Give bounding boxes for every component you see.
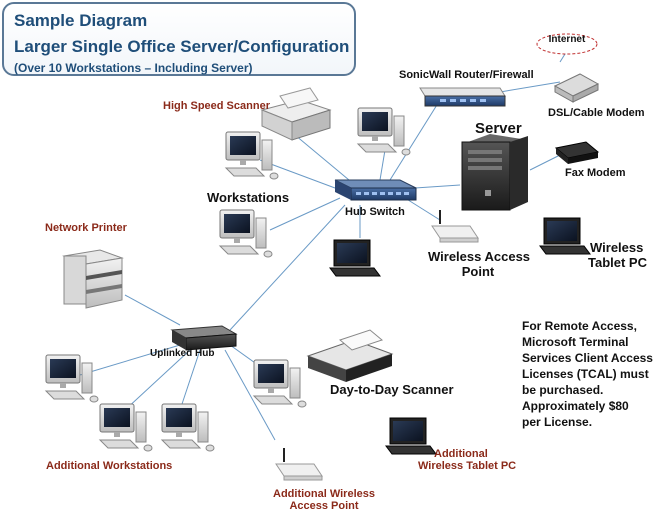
diagram-subtitle: Larger Single Office Server/Configuratio… bbox=[14, 37, 350, 56]
connection-lines bbox=[79, 53, 566, 441]
router-icon bbox=[419, 87, 506, 107]
hub-switch-label: Hub Switch bbox=[345, 206, 405, 218]
modem-label: DSL/Cable Modem bbox=[548, 107, 645, 119]
hub-switch-icon bbox=[334, 179, 417, 201]
uplinked-hub-label: Uplinked Hub bbox=[150, 348, 215, 359]
workstation-icon bbox=[225, 131, 279, 180]
modem-icon bbox=[553, 73, 600, 103]
day-to-day-scanner-label: Day-to-Day Scanner bbox=[330, 382, 454, 397]
high-speed-scanner-icon bbox=[260, 87, 332, 141]
internet-label: Internet bbox=[548, 34, 586, 45]
wireless-access-point-icon bbox=[431, 209, 479, 243]
workstation-icon bbox=[45, 354, 99, 403]
laptop-icon bbox=[329, 239, 381, 277]
uplinked-hub-icon bbox=[170, 325, 238, 351]
wireless-access-point-icon bbox=[275, 447, 323, 481]
workstation-icon bbox=[161, 403, 215, 452]
server-icon bbox=[461, 134, 528, 211]
network-printer-label: Network Printer bbox=[45, 222, 127, 234]
workstation-icon bbox=[357, 107, 411, 156]
router-label: SonicWall Router/Firewall bbox=[399, 69, 534, 81]
additional-workstations-label: Additional Workstations bbox=[46, 460, 173, 472]
network-printer-icon bbox=[62, 249, 124, 309]
day-to-day-scanner-icon bbox=[306, 329, 394, 382]
workstation-icon bbox=[219, 209, 273, 258]
workstation-icon bbox=[253, 359, 307, 408]
fax-modem-label: Fax Modem bbox=[565, 167, 626, 179]
server-label: Server bbox=[475, 120, 522, 137]
fax-modem-icon bbox=[554, 141, 600, 164]
licensing-note: For Remote Access, Microsoft Terminal Se… bbox=[522, 319, 653, 429]
internet-cloud-icon bbox=[536, 33, 598, 55]
title-box: Sample Diagram Larger Single Office Serv… bbox=[2, 2, 356, 76]
workstations-label: Workstations bbox=[207, 190, 290, 205]
wireless-tablet-icon bbox=[539, 217, 591, 255]
diagram-caption: (Over 10 Workstations – Including Server… bbox=[14, 61, 253, 75]
workstation-icon bbox=[99, 403, 153, 452]
high-speed-scanner-label: High Speed Scanner bbox=[163, 100, 270, 112]
diagram-title: Sample Diagram bbox=[14, 11, 148, 30]
